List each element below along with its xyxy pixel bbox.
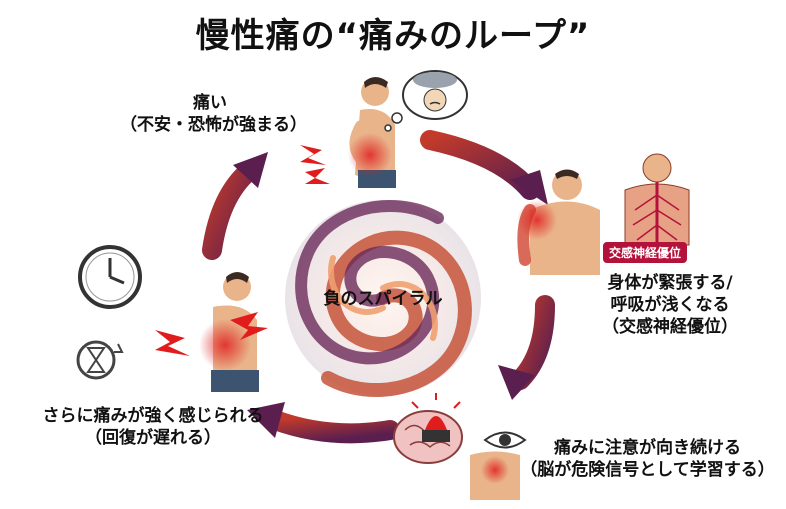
- step-3-title: 痛みに注意が向き続ける: [554, 438, 741, 458]
- hourglass-icon: [76, 340, 124, 380]
- stiff-shoulder-figure: [517, 169, 600, 275]
- step-1-note: （不安・恐怖が強まる）: [120, 115, 307, 135]
- loop-arrow-left: [202, 152, 268, 260]
- eye-icon: [483, 431, 527, 449]
- step-2-note: （交感神経優位）: [602, 317, 738, 337]
- step-1-title: 痛い: [193, 93, 227, 113]
- lightning-icon: [155, 330, 190, 356]
- lightning-icon: [230, 312, 268, 340]
- thought-cloud-icon: [384, 70, 468, 132]
- nervous-system-icon: [624, 153, 690, 246]
- step-4-label: さらに痛みが強く感じられる （回復が遅れる）: [18, 405, 288, 449]
- lightning-icon: [305, 168, 330, 184]
- back-pain-figure-left: [199, 272, 259, 392]
- step-1-label: 痛い （不安・恐怖が強まる）: [120, 92, 307, 136]
- center-label: 負のスパイラル: [323, 289, 443, 309]
- alarm-icon: [411, 393, 461, 442]
- step-2-label: 身体が緊張する/ 呼吸が浅くなる （交感神経優位）: [575, 272, 765, 338]
- page-title: 慢性痛の“痛みのループ”: [195, 16, 591, 56]
- lightning-icon: [300, 145, 326, 165]
- step-4-title: さらに痛みが強く感じられる: [42, 406, 264, 426]
- neck-pain-figure: [470, 451, 520, 500]
- loop-arrow-top-right: [420, 130, 548, 205]
- loop-arrow-bottom: [247, 402, 400, 444]
- loop-arrow-right: [498, 295, 555, 400]
- swirl-icon: [285, 199, 481, 398]
- step-2-title: 身体が緊張する/: [607, 273, 733, 293]
- step-3-label: 痛みに注意が向き続ける （脳が危険信号として学習する）: [515, 437, 780, 481]
- clock-icon: [78, 245, 142, 309]
- step-4-note: （回復が遅れる）: [85, 428, 221, 448]
- step-3-note: （脳が危険信号として学習する）: [520, 460, 775, 480]
- back-pain-figure: [348, 77, 396, 188]
- step-2-subtitle: 呼吸が浅くなる: [610, 295, 730, 315]
- sympathetic-badge: 交感神経優位: [603, 242, 688, 263]
